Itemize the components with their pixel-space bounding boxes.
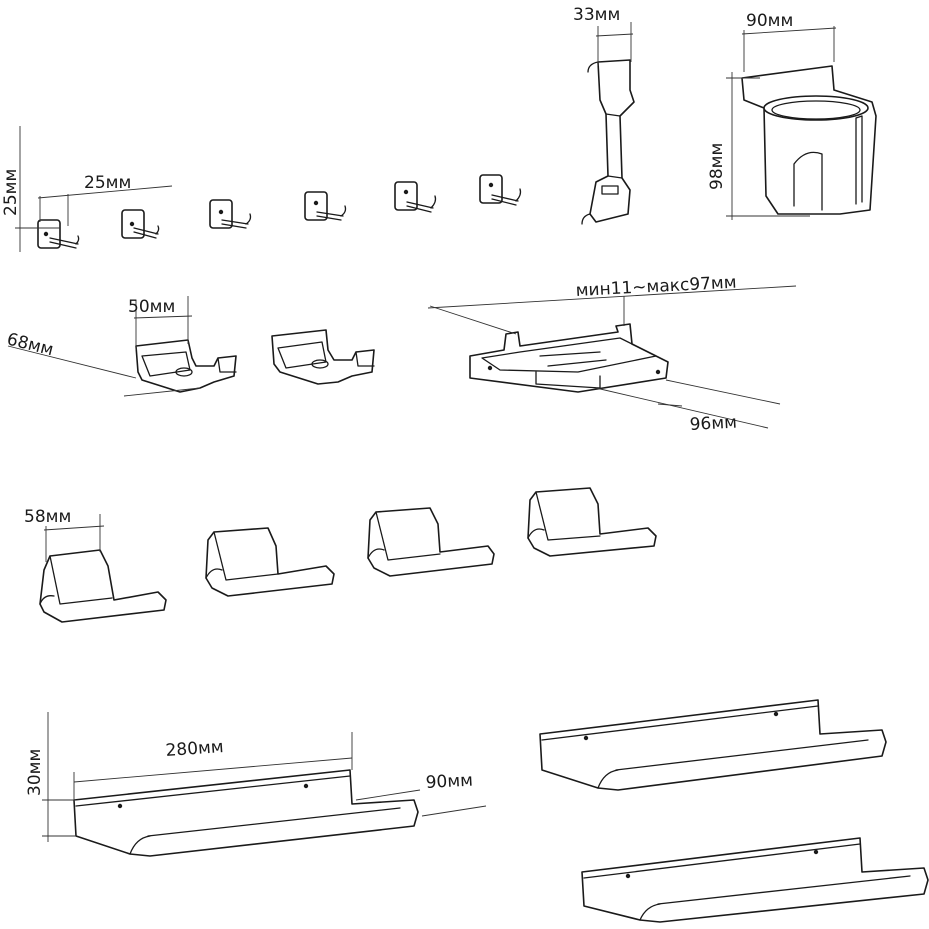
cup-holder: 90мм 98мм: [707, 11, 877, 220]
hook-height-label: 25мм: [1, 169, 21, 216]
headphone-hook-2: [205, 527, 335, 597]
shelf-depth-label: 90мм: [425, 771, 473, 793]
hook-6: [479, 174, 522, 206]
bracket-depth-label: 68мм: [5, 329, 56, 360]
shelf-3: [581, 837, 929, 923]
hook-2: [121, 209, 160, 239]
hook-1: [37, 219, 80, 249]
hook-group: [37, 174, 522, 249]
shelf-1: 280мм 30мм 90мм: [25, 712, 487, 857]
hook-spacing-label: 25мм: [84, 173, 131, 193]
cup-height-label: 98мм: [707, 143, 727, 190]
shelf-2: [539, 699, 887, 791]
adjustable-tray: мин11~макс97мм 96мм: [427, 273, 797, 435]
cup-width-label: 90мм: [746, 11, 793, 31]
headphone-hook-1: 58мм: [24, 507, 167, 623]
bracket-1: 50мм 68мм: [5, 296, 237, 397]
bracket-width-label: 50мм: [128, 297, 175, 317]
hook-5: [394, 181, 437, 213]
tray-depth-label: 96мм: [689, 413, 737, 435]
shelf-height-label: 30мм: [25, 749, 45, 796]
tray-range-label: мин11~макс97мм: [575, 273, 737, 301]
shelf-length-label: 280мм: [165, 737, 224, 761]
headphone-hook-3: [367, 507, 495, 577]
cable-clip: 33мм: [573, 5, 635, 225]
bracket-2: [271, 329, 375, 385]
hook-4: [304, 191, 347, 221]
headphone-width-label: 58мм: [24, 507, 71, 527]
clip-width-label: 33мм: [573, 5, 620, 25]
hook-dimensions: 25мм 25мм: [1, 126, 173, 252]
headphone-hook-4: [527, 487, 657, 557]
hook-3: [209, 199, 252, 229]
